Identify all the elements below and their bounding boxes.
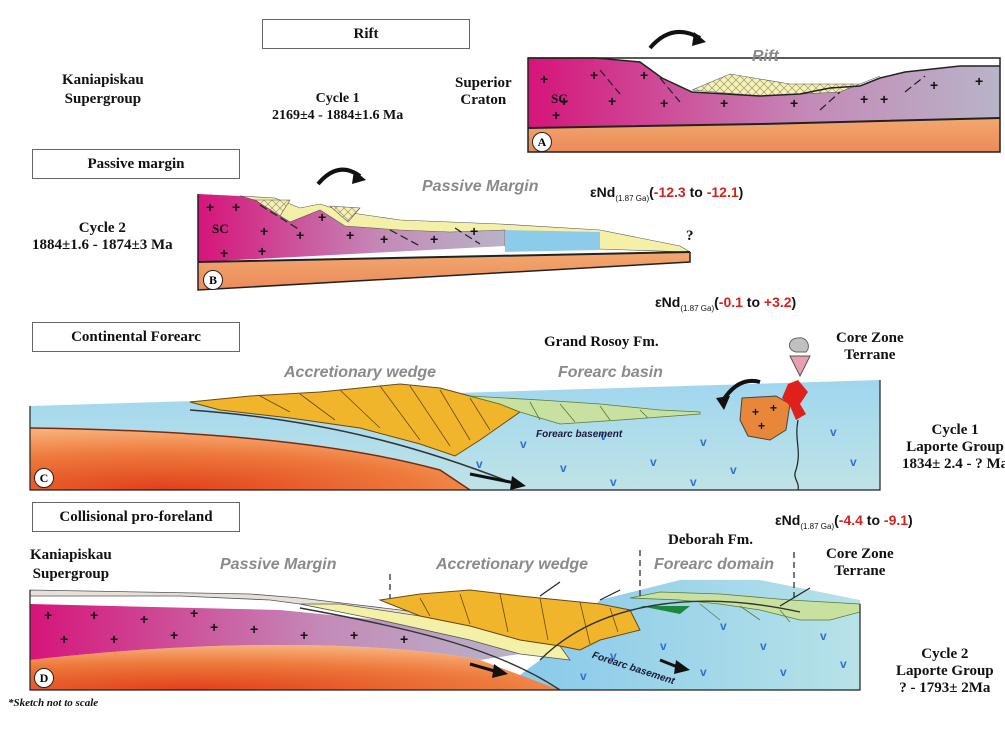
svg-text:+: + [258, 243, 266, 259]
svg-text:v: v [610, 475, 617, 489]
svg-text:+: + [170, 627, 178, 643]
stage-title-collisional: Collisional pro-foreland [32, 502, 240, 532]
panel-c-letter: C [34, 468, 54, 488]
panel-a-letter: A [532, 132, 552, 152]
svg-text:+: + [206, 199, 214, 215]
svg-text:v: v [660, 639, 667, 653]
stage-title-rift: Rift [262, 19, 470, 49]
svg-text:v: v [830, 425, 837, 439]
svg-text:v: v [476, 457, 483, 471]
svg-text:+: + [300, 627, 308, 643]
stage-title-continental-forearc: Continental Forearc [32, 322, 240, 352]
panel-c: vvv vvv vvv vv +++ [30, 338, 880, 490]
panel-b-question: ? [686, 228, 694, 245]
panel-d-group-name: Kaniapiskau Supergroup [30, 546, 112, 584]
panel-c-basement-label: Forearc basement [536, 429, 622, 440]
svg-text:v: v [650, 455, 657, 469]
panel-b-sc-label: SC [212, 220, 229, 237]
svg-text:v: v [690, 475, 697, 489]
footnote: *Sketch not to scale [8, 697, 98, 709]
panel-b-end-value: εNd(1.87 Ga)(-12.3 to -12.1) [590, 184, 743, 203]
svg-text:+: + [660, 95, 668, 111]
svg-text:+: + [860, 91, 868, 107]
svg-text:+: + [60, 631, 68, 647]
svg-text:+: + [975, 73, 983, 89]
panel-d-margin-label: Passive Margin [220, 556, 337, 574]
svg-text:+: + [380, 231, 388, 247]
svg-text:v: v [780, 665, 787, 679]
svg-text:+: + [552, 107, 560, 123]
svg-text:+: + [110, 631, 118, 647]
svg-text:+: + [232, 199, 240, 215]
svg-text:v: v [760, 639, 767, 653]
svg-text:+: + [430, 231, 438, 247]
stage-title-passive-margin: Passive margin [32, 149, 240, 179]
svg-text:v: v [580, 669, 587, 683]
panel-b-margin-label: Passive Margin [422, 178, 539, 196]
panel-c-core-zone: Core Zone Terrane [836, 330, 904, 364]
svg-text:v: v [840, 657, 847, 671]
panel-c-basin-label: Forearc basin [558, 364, 663, 382]
svg-text:+: + [250, 621, 258, 637]
svg-text:v: v [730, 463, 737, 477]
panel-d-formation: Deborah Fm. [668, 532, 753, 549]
svg-text:+: + [880, 91, 888, 107]
svg-text:v: v [820, 629, 827, 643]
svg-text:+: + [190, 605, 198, 621]
svg-text:+: + [90, 607, 98, 623]
panel-b-letter: B [203, 270, 223, 290]
svg-text:+: + [140, 611, 148, 627]
panel-b-ocean [505, 230, 600, 252]
panel-d-cycle: Cycle 2 Laporte Group ? - 1793± 2Ma [896, 646, 994, 697]
svg-text:+: + [210, 619, 218, 635]
panel-d-domain-label: Forearc domain [654, 556, 774, 574]
svg-text:+: + [930, 77, 938, 93]
panel-a-group-name: Kaniapiskau Supergroup [62, 71, 144, 109]
panel-b-cycle: Cycle 2 1884±1.6 - 1874±3 Ma [32, 220, 173, 254]
svg-text:+: + [752, 405, 759, 419]
svg-text:v: v [850, 455, 857, 469]
panel-a-cycle: Cycle 1 2169±4 - 1884±1.6 Ma [272, 90, 403, 124]
panel-c-plume [789, 338, 808, 352]
panel-a-craton: Superior Craton [455, 75, 512, 109]
svg-text:+: + [590, 67, 598, 83]
svg-text:+: + [318, 209, 326, 225]
panel-c-volcano-cone [790, 356, 810, 376]
svg-text:v: v [520, 437, 527, 451]
panel-a-sc-label: SC [551, 90, 568, 107]
panel-d-end-value: εNd(1.87 Ga)(-4.4 to -9.1) [775, 512, 913, 531]
svg-text:+: + [470, 223, 478, 239]
svg-text:v: v [560, 461, 567, 475]
panel-d-letter: D [34, 668, 54, 688]
panel-d-wedge-label: Accretionary wedge [436, 556, 588, 574]
svg-text:v: v [720, 619, 727, 633]
panel-c-formation: Grand Rosoy Fm. [544, 334, 659, 351]
svg-text:+: + [350, 627, 358, 643]
panel-a-rift-label: Rift [752, 48, 779, 66]
svg-text:+: + [540, 71, 548, 87]
svg-text:+: + [608, 93, 616, 109]
svg-text:v: v [700, 435, 707, 449]
svg-text:+: + [44, 607, 52, 623]
svg-text:+: + [260, 223, 268, 239]
svg-text:+: + [400, 631, 408, 647]
panel-c-cycle: Cycle 1 Laporte Group 1834± 2.4 - ? Ma [902, 422, 1005, 473]
panel-c-wedge-label: Accretionary wedge [284, 364, 436, 382]
svg-text:+: + [220, 245, 228, 261]
svg-text:+: + [640, 67, 648, 83]
svg-text:+: + [346, 227, 354, 243]
svg-text:v: v [700, 665, 707, 679]
panel-c-end-value: εNd(1.87 Ga)(-0.1 to +3.2) [655, 294, 796, 313]
svg-text:+: + [758, 419, 765, 433]
svg-text:+: + [770, 401, 777, 415]
svg-text:+: + [296, 227, 304, 243]
panel-d-core-zone: Core Zone Terrane [826, 546, 894, 580]
svg-text:+: + [790, 95, 798, 111]
svg-text:+: + [720, 95, 728, 111]
